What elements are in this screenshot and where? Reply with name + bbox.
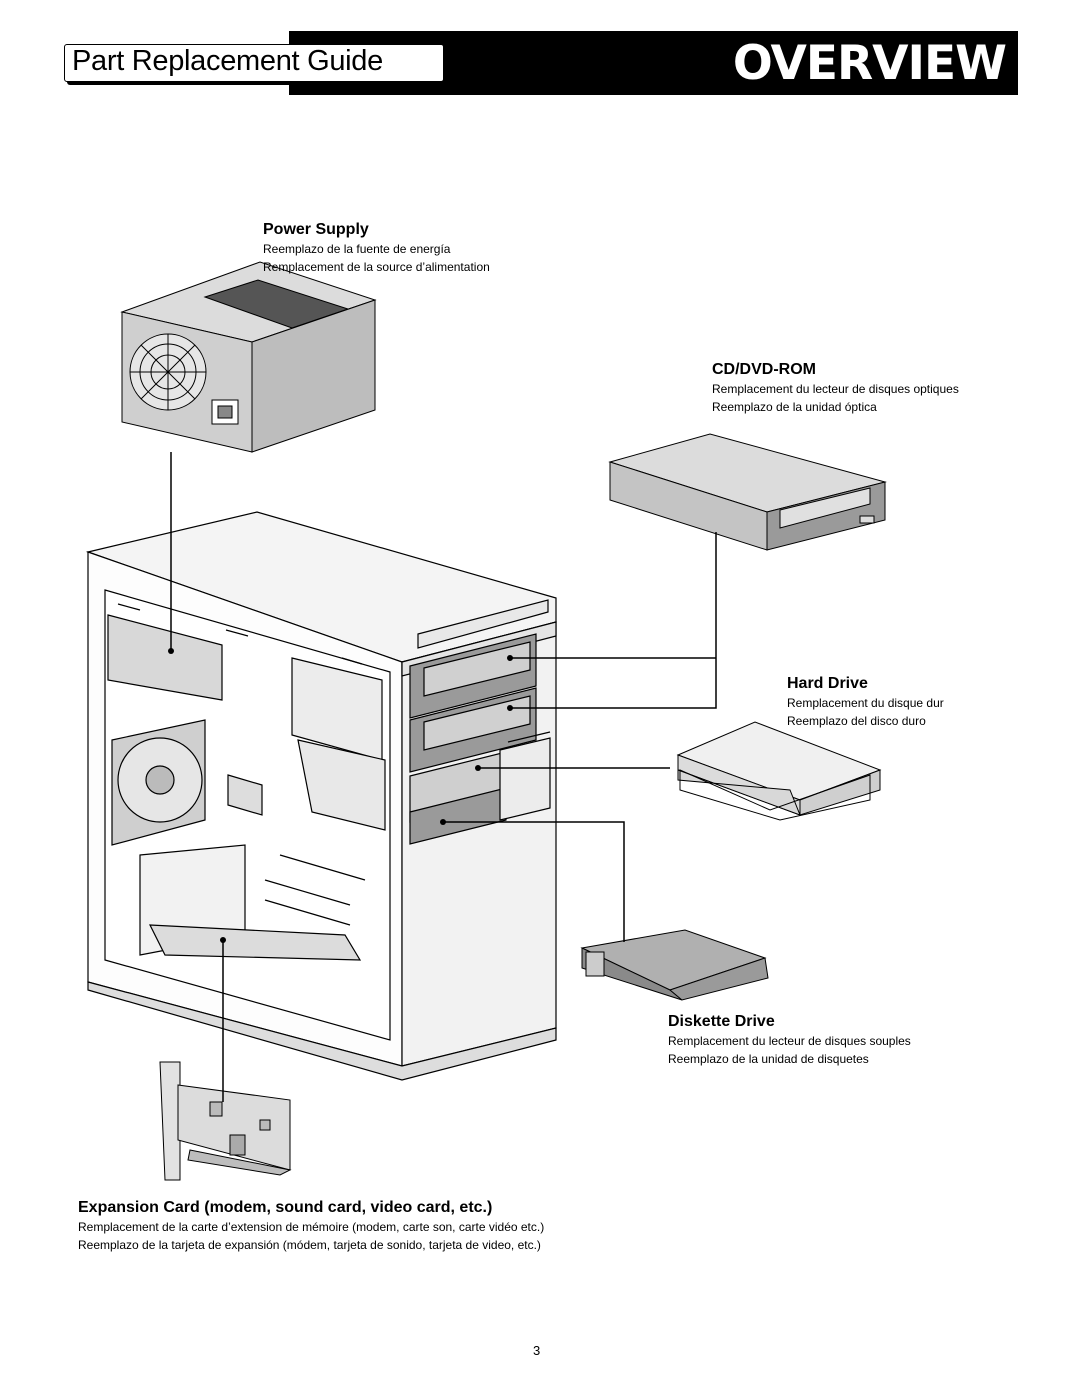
hard-drive-label: Hard Drive Remplacement du disque dur Re… [787, 674, 944, 730]
hard-drive-illustration [676, 721, 882, 821]
leader-dots [168, 648, 513, 943]
hard-drive-title: Hard Drive [787, 675, 868, 692]
diskette-drive-illustration [580, 929, 769, 1001]
diskette-drive-label: Diskette Drive Remplacement du lecteur d… [668, 1012, 911, 1068]
expansion-card-line-1: Remplacement de la carte d’extension de … [78, 1220, 545, 1234]
cd-dvd-rom-title: CD/DVD-ROM [712, 361, 816, 378]
expansion-card-label: Expansion Card (modem, sound card, video… [78, 1198, 544, 1254]
power-supply-illustration [120, 261, 377, 453]
cd-dvd-rom-illustration [608, 433, 887, 551]
power-supply-title: Power Supply [263, 221, 369, 238]
computer-case-illustration [85, 511, 557, 1081]
expansion-card-title: Expansion Card (modem, sound card, video… [78, 1199, 493, 1216]
cd-dvd-rom-label: CD/DVD-ROM Remplacement du lecteur de di… [712, 360, 959, 416]
power-supply-line-1: Reemplazo de la fuente de energía [263, 242, 451, 256]
page-number: 3 [533, 1343, 541, 1358]
power-supply-label: Power Supply Reemplazo de la fuente de e… [263, 220, 490, 276]
cd-dvd-rom-line-1: Remplacement du lecteur de disques optiq… [712, 382, 959, 396]
power-supply-line-2: Remplacement de la source d’alimentation [263, 260, 490, 274]
expansion-card-line-2: Reemplazo de la tarjeta de expansión (mó… [78, 1238, 541, 1252]
leader-lines [170, 452, 717, 1102]
header-title-box [64, 44, 444, 82]
hard-drive-line-2: Reemplazo del disco duro [787, 714, 926, 728]
diskette-drive-line-1: Remplacement du lecteur de disques soupl… [668, 1034, 911, 1048]
diskette-drive-line-2: Reemplazo de la unidad de disquetes [668, 1052, 869, 1066]
diskette-drive-title: Diskette Drive [668, 1013, 775, 1030]
expansion-card-illustration [159, 1061, 292, 1181]
section-title: OVERVIEW [732, 36, 1007, 91]
cd-dvd-rom-line-2: Reemplazo de la unidad óptica [712, 400, 877, 414]
hard-drive-line-1: Remplacement du disque dur [787, 696, 944, 710]
page-title: Part Replacement Guide [72, 45, 383, 77]
